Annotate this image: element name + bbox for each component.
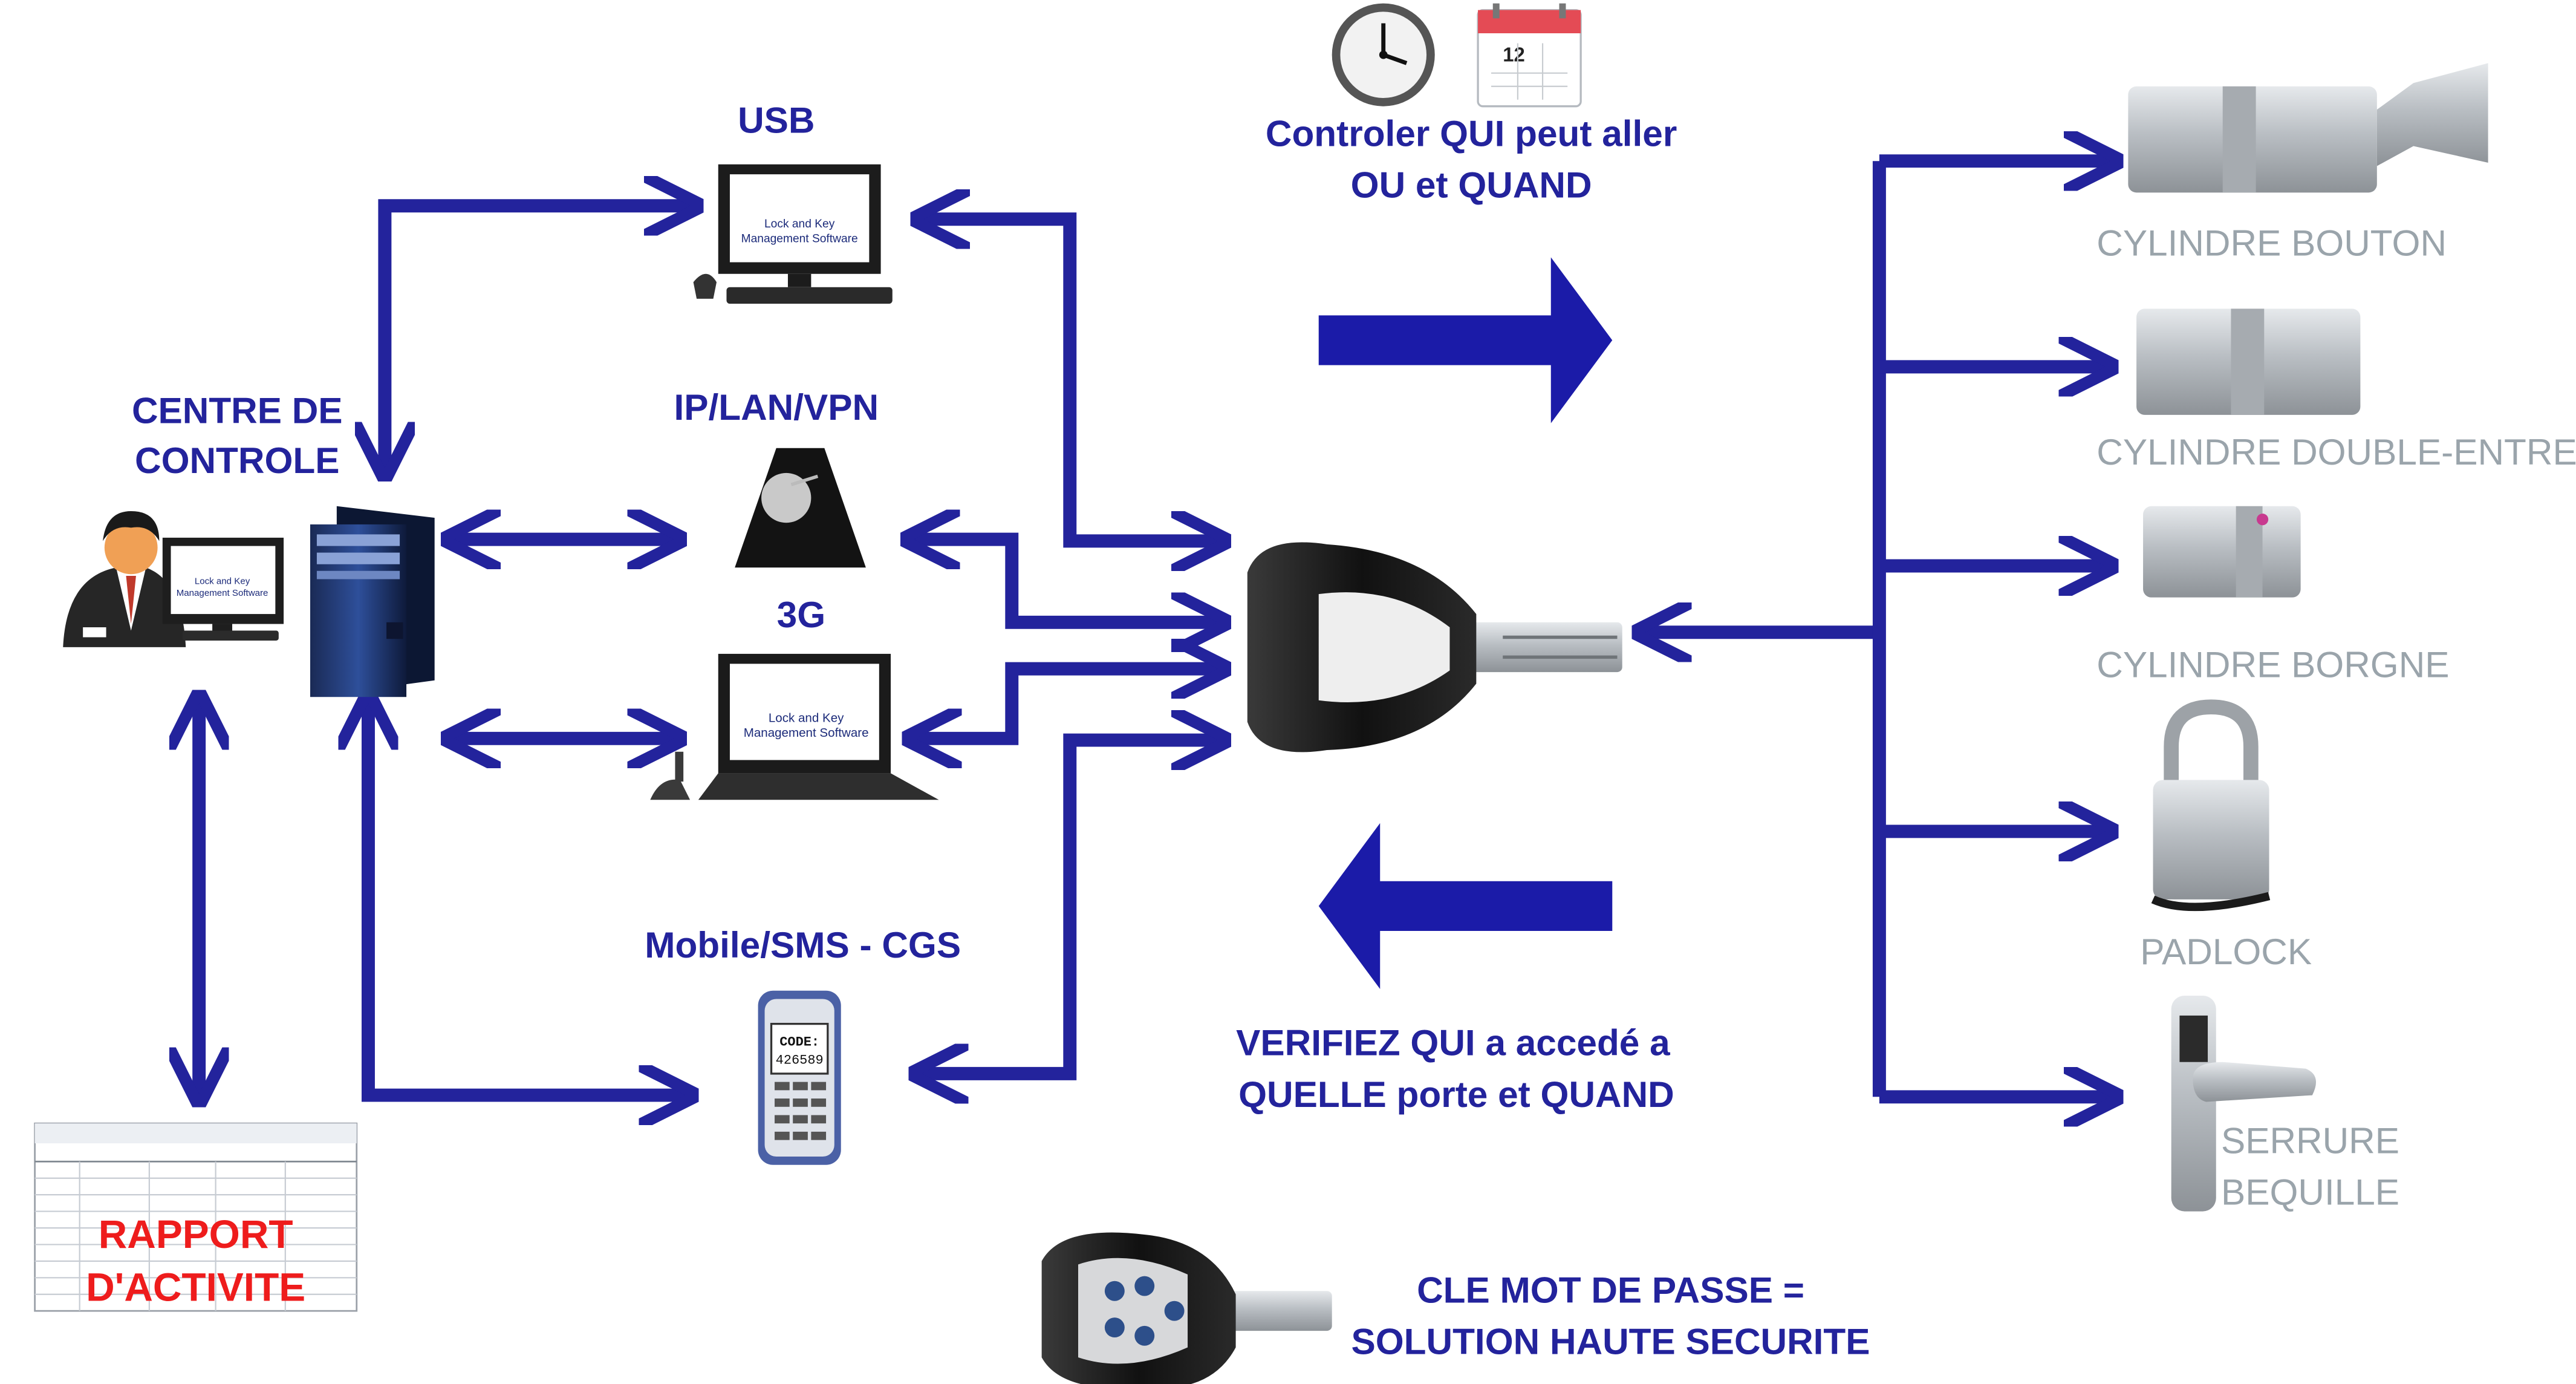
phone-code-value: 426589 — [776, 1053, 824, 1068]
laptop-icon: Lock and Key Management Software — [650, 653, 939, 800]
audit-arrow — [1318, 823, 1613, 990]
password-key-line2: SOLUTION HAUTE SECURITE — [1351, 1320, 1870, 1362]
device-label-serrure: SERRURE — [2221, 1120, 2399, 1161]
clock-icon — [1332, 3, 1435, 106]
screen-text-line1: Lock and Key — [769, 711, 844, 725]
calendar-icon: 12 — [1477, 3, 1582, 108]
cylinder-icon — [2143, 506, 2301, 598]
program-arrow — [1318, 257, 1613, 423]
screen-text-line1: Lock and Key — [195, 576, 250, 587]
control-center-title-line2: CONTROLE — [135, 440, 340, 481]
report-label-line1: RAPPORT — [99, 1212, 293, 1256]
cylinder-icon — [2136, 308, 2361, 415]
tower-pc-icon — [310, 506, 435, 697]
cylinder-icon — [2128, 63, 2488, 193]
screen-text-line2: Management Software — [177, 588, 268, 598]
screen-text-line1: Lock and Key — [764, 218, 835, 230]
padlock-icon — [2151, 699, 2271, 912]
password-key-line1: CLE MOT DE PASSE = — [1417, 1269, 1804, 1310]
device-label-cylindre-bouton: CYLINDRE BOUTON — [2096, 223, 2447, 264]
network-device-icon — [735, 448, 866, 568]
device-label-cylindre-double-entree: CYLINDRE DOUBLE-ENTREE — [2096, 431, 2576, 472]
usb-label: USB — [738, 100, 815, 141]
report-document-icon — [34, 1122, 358, 1312]
ip-lan-vpn-label: IP/LAN/VPN — [674, 387, 879, 428]
device-label-cylindre-borgne: CYLINDRE BORGNE — [2096, 644, 2449, 685]
bottom-message-line1: VERIFIEZ QUI a accedé a — [1236, 1022, 1670, 1063]
control-center-title-line1: CENTRE DE — [132, 390, 343, 431]
connector-lines — [199, 161, 2112, 1097]
report-label-line2: D'ACTIVITE — [86, 1265, 305, 1310]
top-message-line1: Controler QUI peut aller — [1266, 113, 1677, 154]
3g-label: 3G — [777, 594, 825, 635]
mobile-phone-icon: CODE: 426589 — [758, 990, 841, 1165]
user-icon — [63, 511, 186, 647]
device-label-padlock: PADLOCK — [2140, 931, 2312, 972]
screen-text-line2: Management Software — [744, 726, 869, 740]
bottom-message-line2: QUELLE porte et QUAND — [1238, 1074, 1674, 1115]
phone-code-label: CODE: — [779, 1034, 819, 1049]
device-label-bequille: BEQUILLE — [2221, 1172, 2399, 1213]
smart-key-icon — [1247, 542, 1622, 752]
keypad-key-icon — [1041, 1232, 1332, 1384]
calendar-day: 12 — [1503, 44, 1525, 66]
top-message-line2: OU et QUAND — [1351, 165, 1592, 206]
mobile-sms-label: Mobile/SMS - CGS — [645, 924, 961, 965]
desktop-computer-icon: Lock and Key Management Software — [693, 164, 893, 304]
door-handle-icon — [2171, 995, 2317, 1212]
screen-text-line2: Management Software — [741, 233, 858, 246]
monitor-icon: Lock and Key Management Software — [162, 537, 284, 641]
